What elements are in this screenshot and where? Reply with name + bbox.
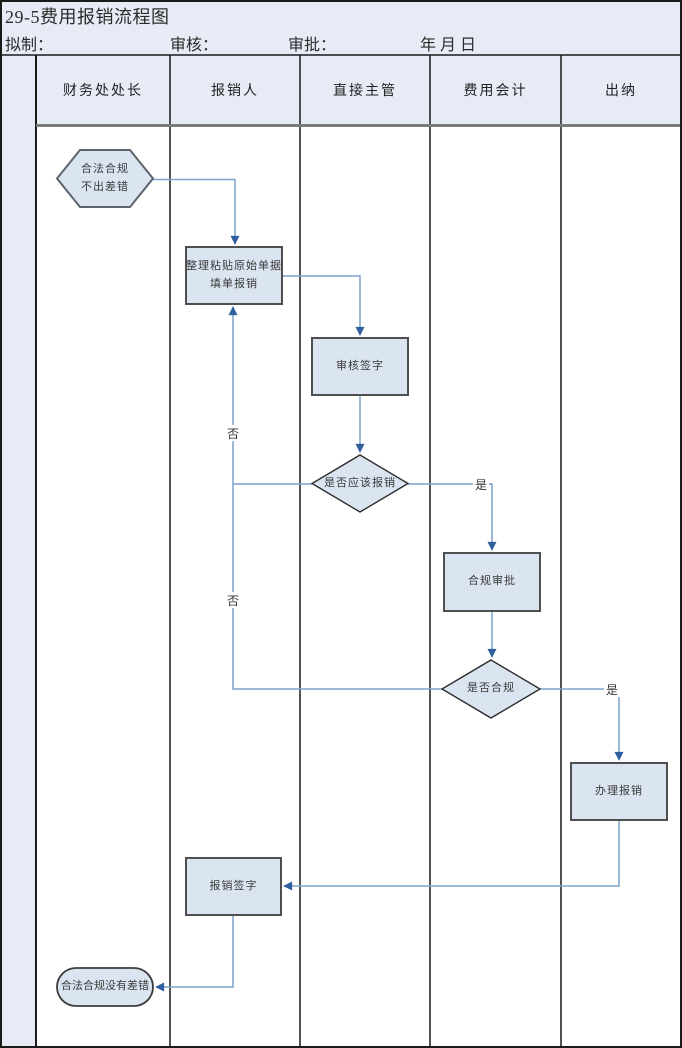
lane-header-background <box>36 55 681 125</box>
process-box-shape <box>570 762 668 821</box>
decision1-diamond-label: 是否应该报销 <box>324 476 396 489</box>
meta-approved-label: 审批： <box>288 37 337 54</box>
page-title: 29-5费用报销流程图 <box>5 7 170 27</box>
left-margin-column <box>0 55 36 1046</box>
edge-label-yes-2: 是 <box>604 681 620 697</box>
swimlane-grid <box>0 54 682 1046</box>
edge-sign-to-end <box>155 916 234 992</box>
meta-drafted-label: 拟制： <box>5 37 54 54</box>
meta-date-label: 年 月 日 <box>420 37 477 54</box>
edge-label-yes-1: 是 <box>473 476 489 492</box>
title-block-background <box>0 0 682 55</box>
edge-process-to-sign <box>283 821 620 891</box>
sign-box-shape <box>185 857 282 916</box>
start-hexagon-shape <box>55 149 155 208</box>
prepare-box-label: 整理粘贴原始单据 填单报销 <box>186 260 282 290</box>
decision1-diamond-shape <box>310 454 410 513</box>
end-terminator-label: 合法合规没有差错 <box>61 980 149 993</box>
start-hexagon-label: 合法合规 不出差错 <box>81 163 129 193</box>
edge-label-no-2: 否 <box>225 592 241 608</box>
edge-prepare-to-review-sign <box>283 275 365 336</box>
edge-label-no-1: 否 <box>225 425 241 441</box>
decision2-diamond-label: 是否合规 <box>467 682 515 695</box>
edge-start-to-prepare <box>153 178 240 245</box>
lane-header-claimant: 报销人 <box>211 84 259 99</box>
end-terminator-shape <box>56 967 154 1007</box>
compliance-box-shape <box>443 552 541 612</box>
edge-decision1-yes-to-compliance <box>408 483 497 551</box>
review-sign-box-label: 审核签字 <box>336 359 384 372</box>
lane-header-direct-supervisor: 直接主管 <box>333 84 397 99</box>
process-box-label: 办理报销 <box>595 784 643 797</box>
lane-header-cashier: 出纳 <box>605 84 637 99</box>
decision2-diamond-shape <box>440 659 542 719</box>
compliance-box-label: 合规审批 <box>468 575 516 588</box>
prepare-box-shape <box>185 246 283 305</box>
review-sign-box-shape <box>311 337 409 396</box>
lane-header-expense-accountant: 费用会计 <box>463 84 528 99</box>
meta-reviewed-label: 审核： <box>170 37 219 54</box>
edge-decision2-yes-to-process <box>540 688 624 761</box>
sign-box-label: 报销签字 <box>209 879 258 892</box>
lane-header-finance-director: 财务处处长 <box>63 84 143 99</box>
